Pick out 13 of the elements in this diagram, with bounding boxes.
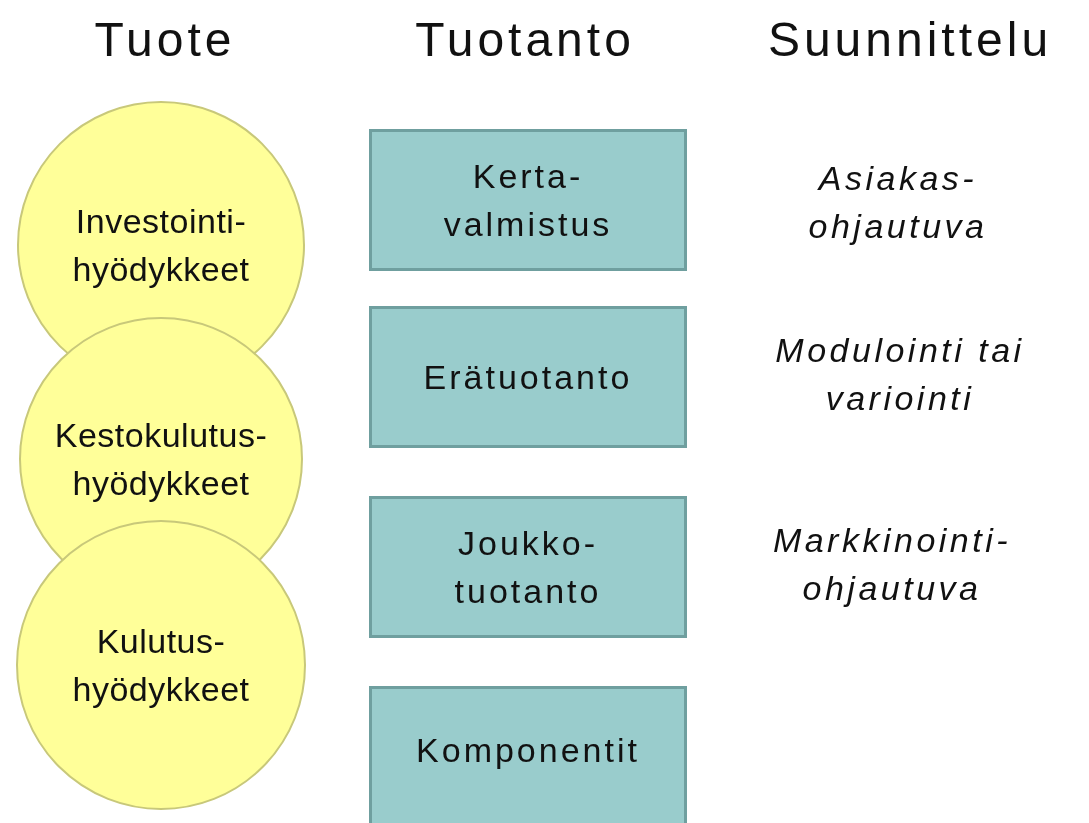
product-type-label: Kulutus- hyödykkeet (71, 621, 251, 710)
production-type-label: Joukko- tuotanto (453, 523, 603, 612)
product-type-label: Kestokulutus- hyödykkeet (53, 415, 269, 504)
planning-note: Asiakas- ohjautuva (807, 158, 989, 247)
planning-note: Markkinointi- ohjautuva (771, 520, 1013, 609)
production-type-label: Erätuotanto (422, 357, 634, 398)
column-heading: Tuote (93, 12, 237, 69)
product-type-label: Investointi- hyödykkeet (71, 201, 251, 290)
production-type-label: Kerta- valmistus (442, 156, 614, 245)
production-type-label: Komponentit (415, 730, 641, 771)
planning-note: Modulointi tai variointi (774, 330, 1026, 419)
column-heading: Tuotanto (414, 12, 636, 69)
column-heading: Suunnittelu (766, 12, 1054, 69)
